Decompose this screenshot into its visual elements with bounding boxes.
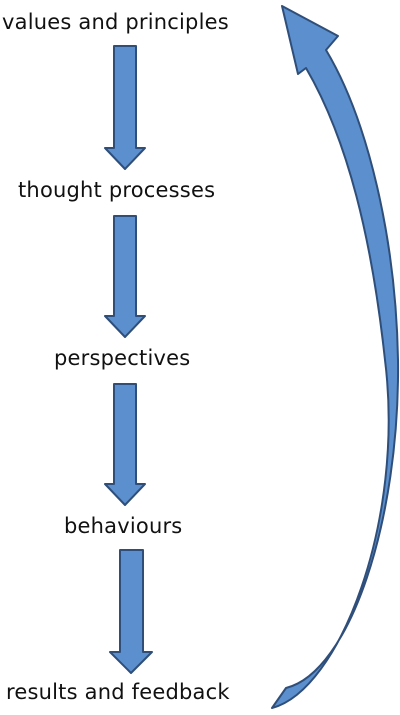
stage-label-values-and-principles: values and principles <box>2 10 229 34</box>
down-arrow-3 <box>104 383 146 506</box>
stage-label-thought-processes: thought processes <box>18 178 216 202</box>
stage-label-perspectives: perspectives <box>54 346 191 370</box>
stage-label-results-and-feedback: results and feedback <box>6 680 230 704</box>
down-arrow-4 <box>109 549 153 674</box>
feedback-curved-arrow <box>271 5 400 709</box>
down-arrow-2 <box>104 215 146 338</box>
down-arrow-1 <box>104 45 146 170</box>
stage-label-behaviours: behaviours <box>64 514 183 538</box>
